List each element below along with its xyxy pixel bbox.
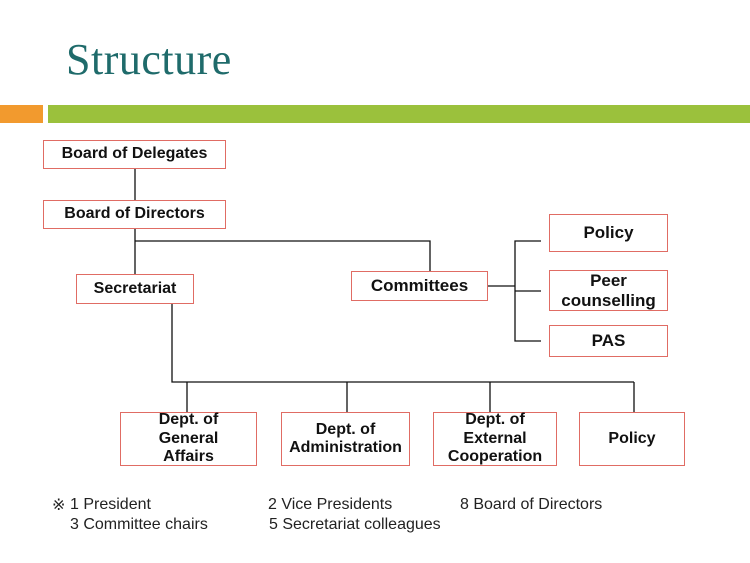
note-board-of-directors: 8 Board of Directors <box>460 496 603 513</box>
note-vice-presidents: 2 Vice Presidents <box>268 496 393 513</box>
node-policy-committee: Policy <box>549 214 668 252</box>
node-dept-administration: Dept. of Administration <box>281 412 410 466</box>
node-policy-dept: Policy <box>579 412 685 466</box>
note-committee-chairs: 3 Committee chairs <box>70 516 208 533</box>
accent-bar-green <box>48 105 750 123</box>
node-board-of-directors: Board of Directors <box>43 200 226 229</box>
connector-secretariat-departments <box>171 304 634 383</box>
node-pas: PAS <box>549 325 668 357</box>
connector-directors-committees <box>135 240 431 271</box>
page-title: Structure <box>66 35 232 84</box>
note-reference-mark: ※ <box>52 497 66 514</box>
accent-bar-orange <box>0 105 43 123</box>
node-dept-general-affairs: Dept. of General Affairs <box>120 411 257 466</box>
node-peer-counselling: Peer counselling <box>549 270 668 311</box>
node-committees: Committees <box>351 271 488 301</box>
note-secretariat-colleagues: 5 Secretariat colleagues <box>269 516 441 533</box>
node-board-of-delegates: Board of Delegates <box>43 140 226 169</box>
node-secretariat: Secretariat <box>76 274 194 304</box>
note-president: 1 President <box>70 496 151 513</box>
node-dept-external-cooperation: Dept. of External Cooperation <box>433 411 557 466</box>
